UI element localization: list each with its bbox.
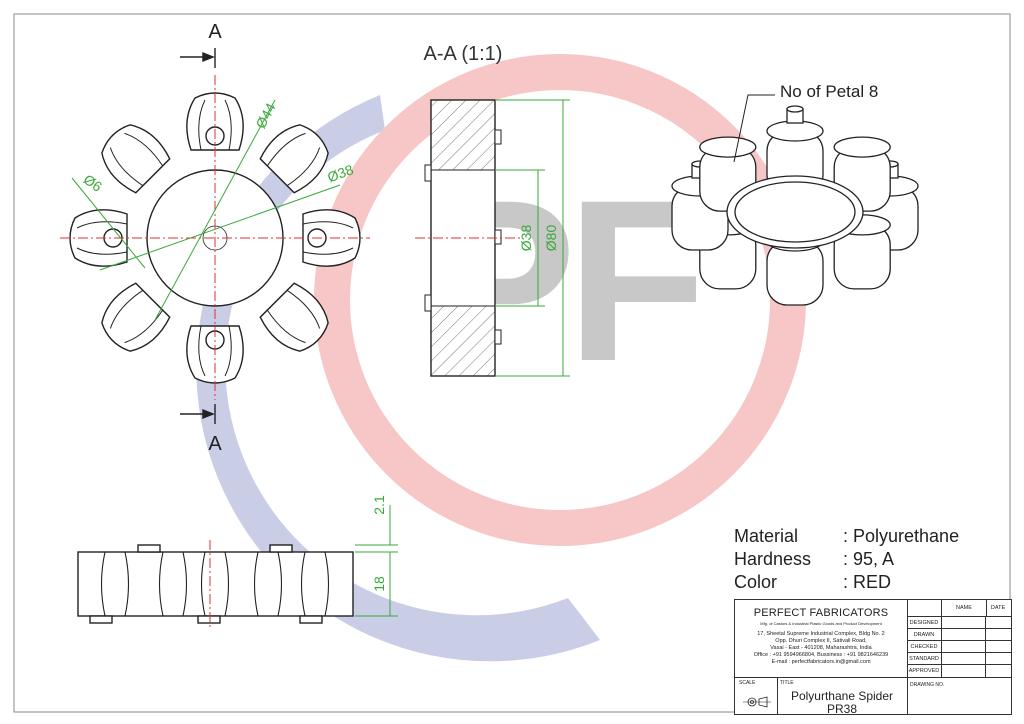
drawing-number-label: DRAWING NO. bbox=[910, 682, 945, 688]
dim-outer: Ø80 bbox=[543, 225, 559, 252]
petal bbox=[259, 282, 329, 352]
iso-hub bbox=[726, 175, 864, 249]
company-name: PERFECT FABRICATORS bbox=[753, 607, 889, 619]
section-boss bbox=[494, 229, 502, 245]
iso-callout: No of Petal 8 bbox=[780, 82, 878, 101]
side-petal-curves bbox=[100, 551, 330, 617]
side-boss bbox=[197, 615, 221, 624]
title-cell: TITLE Polyurthane Spider PR38 bbox=[777, 677, 908, 716]
scale-label: SCALE bbox=[739, 680, 756, 686]
dim-boss-height: 2.1 bbox=[371, 495, 387, 515]
address-line: 17, Sheetal Supreme Industrial Complex, … bbox=[757, 631, 885, 637]
title-label: TITLE bbox=[780, 680, 794, 686]
section-view bbox=[415, 99, 570, 377]
address-line: Office : +91 9594966804, Bussiness : +91… bbox=[753, 652, 889, 658]
dim-line-hole bbox=[71, 177, 146, 269]
approval-header: NAME DATE bbox=[907, 600, 1011, 616]
col-date: DATE bbox=[990, 605, 1006, 611]
spec-color-label: Color bbox=[734, 572, 778, 592]
petal bbox=[259, 124, 329, 194]
row-label: DRAWN bbox=[907, 629, 942, 641]
front-view bbox=[60, 75, 370, 400]
title-block: PERFECT FABRICATORS Mfg. of Castors & In… bbox=[734, 599, 1012, 716]
sheet-border bbox=[13, 13, 1011, 713]
row-label: STANDARD bbox=[907, 653, 942, 665]
dim-thickness: 18 bbox=[371, 576, 387, 592]
row-name-cell bbox=[941, 641, 986, 653]
section-title: A-A (1:1) bbox=[424, 43, 503, 65]
side-view bbox=[77, 505, 398, 630]
row-name-cell bbox=[941, 665, 986, 677]
section-dimensions bbox=[495, 99, 570, 377]
side-boss bbox=[89, 615, 113, 624]
side-body bbox=[77, 551, 354, 617]
row-label: DESIGNED bbox=[907, 617, 942, 629]
spec-color-value: : RED bbox=[843, 572, 892, 592]
spec-material-label: Material bbox=[734, 526, 799, 546]
spec-material-value: : Polyurethane bbox=[843, 526, 960, 546]
drawing-part-no: PR38 bbox=[826, 702, 858, 716]
dim-outer-dia: Ø44 bbox=[252, 100, 279, 131]
section-hatch-bottom bbox=[430, 305, 496, 377]
row-label: CHECKED bbox=[907, 641, 942, 653]
spec-hardness-value: : 95, A bbox=[843, 549, 895, 569]
isometric-view bbox=[671, 94, 919, 306]
section-boss bbox=[494, 129, 502, 145]
company-info: PERFECT FABRICATORS Mfg. of Castors & In… bbox=[735, 600, 908, 678]
projection-symbol-icon bbox=[743, 696, 771, 708]
col-name: NAME bbox=[941, 600, 987, 616]
drawing-title: Polyurthane Spider bbox=[790, 689, 894, 703]
iso-leader bbox=[733, 94, 775, 163]
section-cut-arrows bbox=[180, 48, 216, 424]
side-boss bbox=[299, 615, 323, 624]
section-mark-bottom: A bbox=[208, 433, 222, 455]
address-line: Opp. Dhuri Complex II, Sativali Road, bbox=[775, 638, 867, 644]
approval-row: CHECKED bbox=[907, 640, 1011, 653]
company-address: 17, Sheetal Supreme Industrial Complex, … bbox=[735, 631, 907, 666]
address-line: E-mail : perfectfabricators.in@gmail.com bbox=[771, 659, 871, 665]
section-mark-top: A bbox=[208, 21, 222, 43]
dim-bore: Ø38 bbox=[518, 225, 534, 252]
spec-hardness-label: Hardness bbox=[734, 549, 812, 569]
dim-line-outer bbox=[154, 99, 276, 321]
row-label: APPROVED bbox=[907, 665, 942, 677]
approval-row: DESIGNED bbox=[907, 616, 1011, 629]
dim-hole-dia: Ø6 bbox=[81, 171, 106, 195]
section-boss bbox=[424, 164, 432, 182]
side-boss bbox=[269, 544, 293, 553]
iso-bore bbox=[734, 181, 856, 243]
scale-cell: SCALE bbox=[735, 677, 778, 714]
row-name-cell bbox=[941, 653, 986, 665]
approval-row: STANDARD bbox=[907, 652, 1011, 665]
row-name-cell bbox=[941, 629, 986, 641]
drawing-number-cell: DRAWING NO. bbox=[907, 677, 1011, 714]
section-boss bbox=[494, 329, 502, 345]
dim-line-inner bbox=[99, 184, 341, 271]
section-hatch-top bbox=[430, 99, 496, 171]
petal bbox=[101, 282, 171, 352]
petal bbox=[186, 92, 244, 151]
watermark-blue-arc bbox=[196, 95, 601, 662]
approval-row: APPROVED bbox=[907, 664, 1011, 677]
approval-row: DRAWN bbox=[907, 628, 1011, 641]
company-tagline: Mfg. of Castors & Industrial Plastic Goo… bbox=[760, 621, 882, 626]
iso-petal bbox=[833, 214, 891, 290]
section-boss bbox=[424, 294, 432, 312]
row-name-cell bbox=[941, 617, 986, 629]
side-boss bbox=[137, 544, 161, 553]
approval-grid: NAME DATE DESIGNED DRAWN CHECKED STANDAR… bbox=[907, 600, 1011, 678]
address-line: Vasai - East - 401208, Maharashtra, Indi… bbox=[770, 645, 872, 651]
side-dimensions bbox=[355, 505, 398, 617]
petal bbox=[101, 124, 171, 194]
